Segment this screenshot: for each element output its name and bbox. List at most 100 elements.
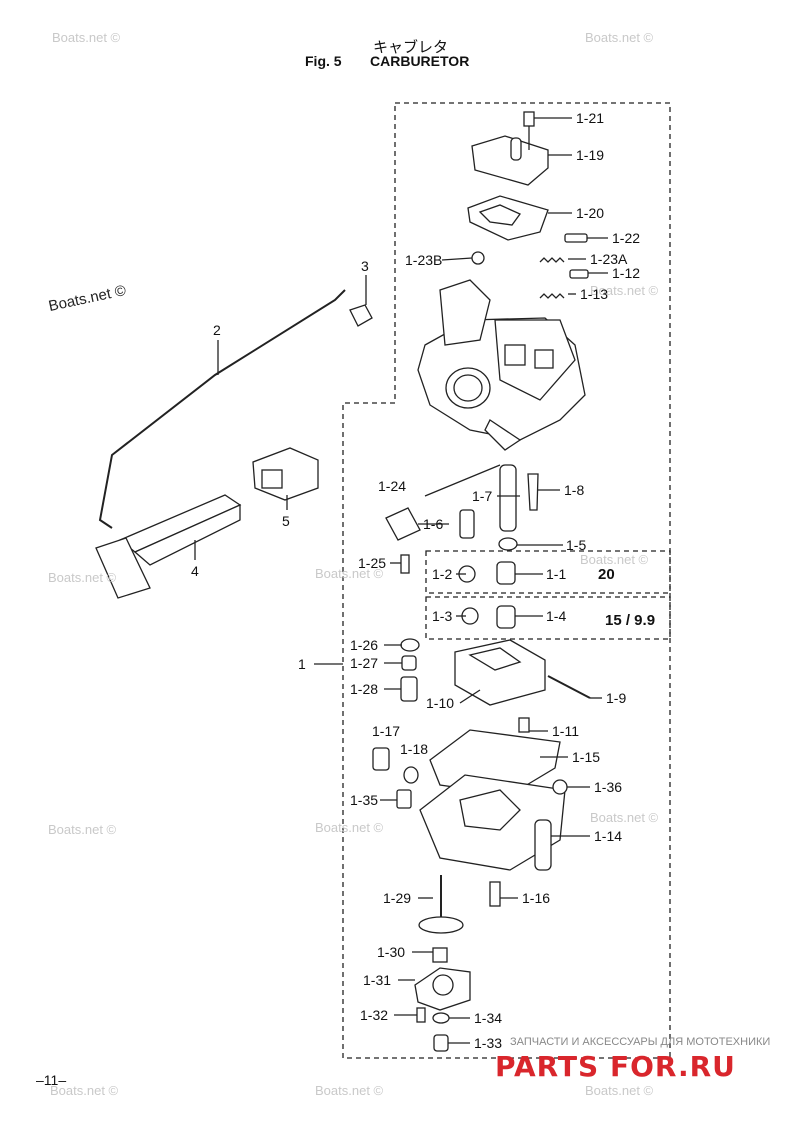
callout-1-31: 1-31 (363, 972, 392, 988)
spring-1-30 (432, 947, 448, 963)
callout-1-22: 1-22 (612, 230, 641, 246)
screw-1-11 (518, 717, 530, 733)
page-number: –11– (36, 1072, 67, 1088)
callout-1-1: 1-1 (546, 566, 567, 582)
plug-1-35 (396, 789, 412, 809)
callout-1-16: 1-16 (522, 890, 551, 906)
callout-1-3: 1-3 (432, 608, 453, 624)
callout-1: 1 (298, 656, 306, 672)
pilot-jet-1-6 (459, 509, 475, 539)
callout-1-32: 1-32 (360, 1007, 389, 1023)
watermark: Boats.net © (585, 30, 654, 45)
cap-1-36 (552, 779, 568, 795)
callout-1-5: 1-5 (566, 537, 587, 553)
valve-1-28 (400, 676, 418, 702)
cover-plate-1-19 (471, 135, 549, 186)
callout-1-18: 1-18 (400, 741, 429, 757)
brand-tagline: ЗАПЧАСТИ И АКСЕССУАРЫ ДЛЯ МОТОТЕХНИКИ (510, 1036, 771, 1048)
gasket-1-20 (467, 195, 549, 241)
kit-box-15-9.9 (425, 596, 671, 640)
callout-1-8: 1-8 (564, 482, 585, 498)
grommet-5 (252, 447, 319, 501)
callout-1-27: 1-27 (350, 655, 379, 671)
washer-1-18 (403, 766, 419, 784)
watermark: Boats.net © (315, 566, 384, 581)
cover-1-31 (414, 967, 471, 1011)
callout-1-12: 1-12 (612, 265, 641, 281)
watermark: Boats.net © (580, 552, 649, 567)
pin-1-27 (401, 655, 417, 671)
screw-1-22 (564, 233, 588, 243)
screw-1-33 (433, 1034, 449, 1052)
callout-1-2: 1-2 (432, 566, 453, 582)
float-pin-1-9 (547, 675, 591, 699)
kit-box-20 (425, 550, 671, 594)
callout-1-14: 1-14 (594, 828, 623, 844)
callout-1-10: 1-10 (426, 695, 455, 711)
callout-1-23A: 1-23A (590, 251, 628, 267)
screw-1-25 (400, 554, 410, 574)
title-japanese: キャブレタ (373, 39, 449, 56)
callout-1-21: 1-21 (576, 110, 605, 126)
emulsion-tube-1-7 (499, 464, 517, 532)
callout-1-9: 1-9 (606, 690, 627, 706)
callout-1-17: 1-17 (372, 723, 401, 739)
spring-1-23A (539, 257, 565, 263)
callout-1-11: 1-11 (552, 723, 579, 739)
o-ring-1-5 (498, 537, 518, 551)
callout-1-7: 1-7 (472, 488, 493, 504)
watermark: Boats.net © (315, 1083, 384, 1098)
callout-1-15: 1-15 (572, 749, 601, 765)
watermark: Boats.net © (585, 1083, 654, 1098)
needle-jet-1-8 (527, 473, 539, 511)
callout-1-19: 1-19 (576, 147, 605, 163)
watermark: Boats.net © (590, 810, 659, 825)
callout-1-33: 1-33 (474, 1035, 503, 1051)
watermark: Boats.net © (52, 30, 121, 45)
float-1-10 (454, 639, 546, 706)
screw-1-16 (489, 881, 501, 907)
watermark: Boats.net © (50, 1083, 119, 1098)
circlip-1-26 (400, 638, 420, 652)
nut-1-23B (471, 251, 485, 265)
watermark: Boats.net © (590, 283, 659, 298)
brand-logo: PARTS FOR.RU (495, 1050, 736, 1083)
figure-title: CARBURETOR (370, 53, 470, 69)
screw-1-21 (523, 111, 535, 127)
carburetor-body (417, 279, 586, 451)
callout-1-34: 1-34 (474, 1010, 503, 1026)
watermark: Boats.net © (48, 822, 117, 837)
callout-4: 4 (191, 563, 199, 579)
callout-1-13: 1-13 (580, 286, 609, 302)
watermark: Boats.net © (48, 570, 117, 585)
callout-5: 5 (282, 513, 290, 529)
drain-screw-1-17 (372, 747, 390, 771)
callout-3: 3 (361, 258, 369, 274)
callout-1-4: 1-4 (546, 608, 567, 624)
assembly-boundary (342, 102, 671, 1059)
callout-1-24: 1-24 (378, 478, 407, 494)
screw-1-32 (416, 1007, 426, 1023)
clip-3 (349, 304, 373, 327)
watermark: Boats.net © (315, 820, 384, 835)
figure-number: Fig. 5 (305, 53, 342, 69)
callout-1-29: 1-29 (383, 890, 412, 906)
callout-1-35: 1-35 (350, 792, 379, 808)
spring-1-13 (539, 293, 565, 299)
o-ring-1-34 (432, 1012, 450, 1024)
callout-1-6: 1-6 (423, 516, 444, 532)
callout-1-23B: 1-23B (405, 252, 443, 268)
bracket-1-24 (385, 507, 421, 541)
callout-20: 20 (598, 566, 615, 583)
float-bowl-1-14 (419, 774, 566, 871)
choke-rod-2 (98, 289, 346, 529)
callout-1-20: 1-20 (576, 205, 605, 221)
callout-1-28: 1-28 (350, 681, 379, 697)
callout-2: 2 (213, 322, 221, 338)
callout-15-9.9: 15 / 9.9 (605, 612, 656, 629)
jet-1-1 (496, 561, 516, 585)
callout-1-36: 1-36 (594, 779, 623, 795)
screw-1-12 (569, 269, 589, 279)
choke-knob-4 (95, 494, 242, 599)
